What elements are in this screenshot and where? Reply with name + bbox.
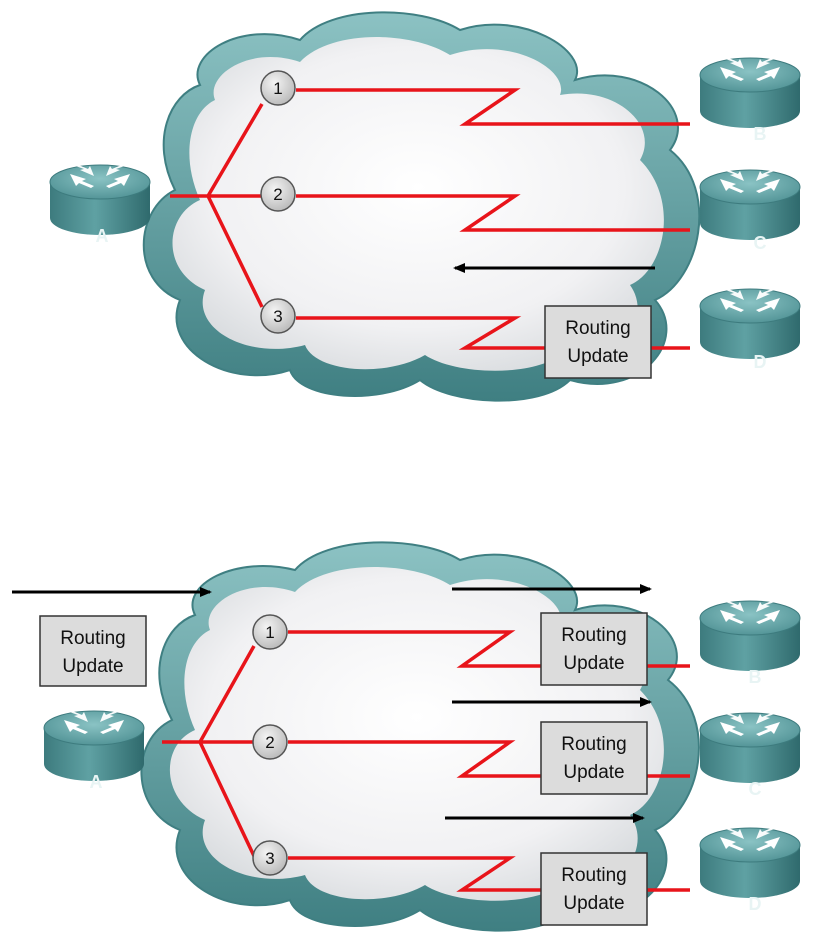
svg-text:1: 1 [265, 623, 274, 642]
svg-text:C: C [749, 779, 762, 799]
svg-text:2: 2 [273, 185, 282, 204]
svg-text:Routing: Routing [561, 734, 627, 755]
svg-text:Routing: Routing [561, 865, 627, 886]
top-routing-update-box: Routing Update [544, 305, 652, 379]
bottom-circuit-2-badge: 2 [252, 724, 288, 760]
top-circuit-1-badge: 1 [260, 70, 296, 106]
svg-text:C: C [754, 233, 767, 253]
svg-text:Update: Update [62, 656, 123, 677]
svg-text:B: B [754, 124, 767, 144]
svg-text:Routing: Routing [60, 628, 126, 649]
top-circuit-3-badge: 3 [260, 298, 296, 334]
svg-text:3: 3 [273, 307, 282, 326]
svg-text:Update: Update [567, 346, 628, 367]
top-link-circuit-2 [296, 194, 690, 232]
bottom-link-a-fan [162, 645, 256, 857]
svg-text:B: B [749, 667, 762, 687]
top-circuit-2-badge: 2 [260, 176, 296, 212]
svg-text:2: 2 [265, 733, 274, 752]
svg-text:D: D [749, 894, 762, 914]
bottom-routing-update-d-box: Routing Update [540, 852, 648, 926]
top-link-circuit-1 [296, 88, 690, 126]
bottom-router-a: A [43, 708, 145, 792]
bottom-routing-update-b-box: Routing Update [540, 612, 648, 686]
top-router-b: B [699, 55, 801, 144]
svg-text:Routing: Routing [565, 318, 631, 339]
svg-text:A: A [96, 226, 109, 246]
svg-text:Update: Update [563, 893, 624, 914]
top-router-c: C [699, 167, 801, 253]
bottom-routing-update-source-box: Routing Update [39, 615, 147, 687]
svg-text:Update: Update [563, 762, 624, 783]
svg-text:D: D [754, 352, 767, 372]
bottom-router-c: C [699, 710, 801, 799]
bottom-router-d: D [699, 825, 801, 914]
top-router-d: D [699, 286, 801, 372]
svg-text:A: A [90, 772, 103, 792]
bottom-circuit-3-badge: 3 [252, 840, 288, 876]
svg-text:1: 1 [273, 79, 282, 98]
bottom-router-b: B [699, 598, 801, 687]
bottom-diagram: 1 2 3 A B C D [12, 541, 801, 932]
bottom-circuit-1-badge: 1 [252, 614, 288, 650]
svg-text:Routing: Routing [561, 625, 627, 646]
top-diagram: 1 2 3 A B C D Ro [49, 11, 801, 402]
bottom-routing-update-c-box: Routing Update [540, 721, 648, 795]
svg-text:Update: Update [563, 653, 624, 674]
svg-text:3: 3 [265, 849, 274, 868]
top-router-a: A [49, 162, 151, 246]
top-link-a-fan [170, 103, 264, 308]
